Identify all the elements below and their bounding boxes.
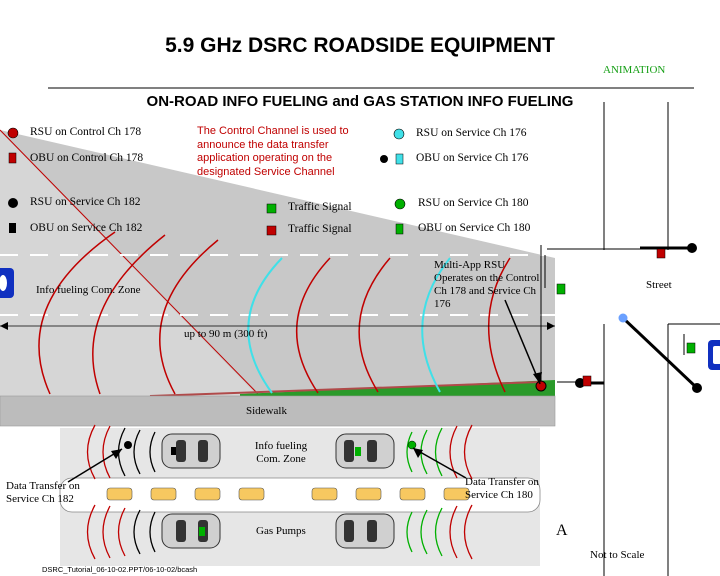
legend-rsu-180-label: RSU on Service Ch 180 bbox=[418, 197, 529, 209]
gas-pump-icon bbox=[194, 487, 221, 501]
legend-signal-green-icon bbox=[266, 203, 277, 214]
legend-signal-red-label: Traffic Signal bbox=[288, 223, 352, 235]
gas-pumps-label: Gas Pumps bbox=[256, 525, 306, 537]
wave-arc bbox=[159, 239, 219, 395]
data-transfer-180-label: Data Transfer on Service Ch 180 bbox=[465, 476, 539, 501]
obu-180-icon bbox=[199, 527, 205, 536]
road-shading bbox=[0, 131, 258, 396]
control-channel-note: The Control Channel is used to announce … bbox=[197, 125, 349, 178]
legend-obu-182-icon bbox=[9, 223, 16, 233]
red-signal-top-icon bbox=[656, 248, 666, 259]
page-title: 5.9 GHz DSRC ROADSIDE EQUIPMENT bbox=[165, 34, 555, 57]
gas-pump-icon bbox=[106, 487, 133, 501]
multi-app-pointer bbox=[504, 299, 541, 385]
car-bottom-right bbox=[335, 513, 395, 549]
page-subtitle: ON-ROAD INFO FUELING and GAS STATION INF… bbox=[146, 93, 574, 110]
sidewalk-area bbox=[0, 396, 555, 426]
green-signal-icon bbox=[556, 283, 566, 295]
range-arrow-right bbox=[547, 322, 555, 330]
vehicle-windshield bbox=[0, 275, 7, 291]
scale-label: Not to Scale bbox=[590, 549, 645, 561]
multi-app-rsu-note: Multi-App RSU Operates on the Control Ch… bbox=[434, 259, 540, 310]
road-edge-line bbox=[0, 129, 261, 397]
gas-pumps bbox=[106, 487, 470, 501]
gas-pump-icon bbox=[355, 487, 382, 501]
obu-180-icon bbox=[355, 447, 361, 456]
wave-arc bbox=[487, 257, 511, 393]
footer-source: DSRC_Tutorial_06-10-02.PPT/06-10-02/bcas… bbox=[42, 565, 198, 574]
legend-rsu-182-label: RSU on Service Ch 182 bbox=[30, 196, 141, 208]
signal-pole-low-icon bbox=[575, 378, 585, 388]
car-bottom-left bbox=[161, 513, 221, 549]
signal-pole-bottom-icon bbox=[692, 383, 702, 393]
gas-pump-icon bbox=[150, 487, 177, 501]
multi-app-rsu-icon bbox=[535, 380, 547, 392]
legend-rsu-182-icon bbox=[8, 198, 18, 208]
street-rsu-icon bbox=[618, 313, 628, 323]
legend-obu-178-icon bbox=[8, 152, 17, 164]
gas-pump-icon bbox=[443, 487, 470, 501]
legend-signal-red-icon bbox=[266, 225, 277, 236]
sidewalk-label: Sidewalk bbox=[246, 405, 287, 417]
info-zone-label: Info fueling Com. Zone bbox=[36, 284, 141, 296]
gas-pump-icon bbox=[238, 487, 265, 501]
station-cars bbox=[161, 433, 395, 549]
legend-obu-176-label: OBU on Service Ch 176 bbox=[416, 152, 529, 164]
wave-arc bbox=[92, 234, 166, 395]
legend-obu-180-icon bbox=[395, 223, 404, 235]
gas-pump-icon bbox=[399, 487, 426, 501]
street-label: Street bbox=[646, 279, 672, 291]
green-signal-right-icon bbox=[686, 342, 696, 354]
signal-pole-top-icon bbox=[687, 243, 697, 253]
car-top-left bbox=[161, 433, 221, 469]
roadside-curb bbox=[149, 381, 541, 397]
data-transfer-180-arrow-head bbox=[413, 448, 423, 458]
animation-link[interactable]: ANIMATION bbox=[603, 64, 666, 76]
legend-obu-182-label: OBU on Service Ch 182 bbox=[30, 222, 143, 234]
wave-arc bbox=[358, 257, 391, 393]
range-label: up to 90 m (300 ft) bbox=[184, 328, 268, 340]
data-transfer-182-arrow-head bbox=[111, 449, 122, 459]
legend-obu-176-car-icon bbox=[380, 155, 388, 163]
range-arrow-left bbox=[0, 322, 8, 330]
obu-182-icon bbox=[171, 447, 176, 455]
legend-obu-178-label: OBU on Control Ch 178 bbox=[30, 152, 144, 164]
vehicle-right-window bbox=[713, 346, 720, 364]
legend-signal-green-label: Traffic Signal bbox=[288, 201, 352, 213]
legend-rsu-180-icon bbox=[394, 198, 406, 210]
point-a-label: A bbox=[556, 522, 568, 539]
legend-rsu-178-icon bbox=[7, 127, 19, 139]
data-transfer-180-arrow bbox=[412, 447, 467, 479]
signal-arm-diagonal bbox=[621, 316, 699, 390]
multi-app-pointer-head bbox=[533, 372, 542, 384]
legend-rsu-176-label: RSU on Service Ch 176 bbox=[416, 127, 527, 139]
wave-arc bbox=[247, 257, 283, 394]
legend-rsu-176-icon bbox=[393, 128, 405, 140]
data-transfer-182-arrow bbox=[67, 448, 123, 483]
red-signal-low-icon bbox=[582, 375, 592, 387]
station-rsu-180-icon bbox=[407, 440, 417, 450]
pump-island bbox=[59, 477, 541, 513]
station-rsu-182-icon bbox=[124, 441, 132, 449]
wave-arc bbox=[295, 257, 331, 394]
wave-arc bbox=[421, 257, 451, 393]
car-top-right bbox=[335, 433, 395, 469]
station-zone-label: Info fueling Com. Zone bbox=[254, 440, 308, 465]
data-transfer-182-label: Data Transfer on Service Ch 182 bbox=[6, 480, 80, 505]
wave-arc bbox=[38, 231, 116, 395]
legend-obu-176-icon bbox=[395, 153, 404, 165]
sidewalk-border bbox=[0, 395, 556, 427]
legend-obu-180-label: OBU on Service Ch 180 bbox=[418, 222, 531, 234]
legend-rsu-178-label: RSU on Control Ch 178 bbox=[30, 126, 142, 138]
onroad-wave-arcs bbox=[38, 231, 511, 395]
gas-pump-icon bbox=[311, 487, 338, 501]
